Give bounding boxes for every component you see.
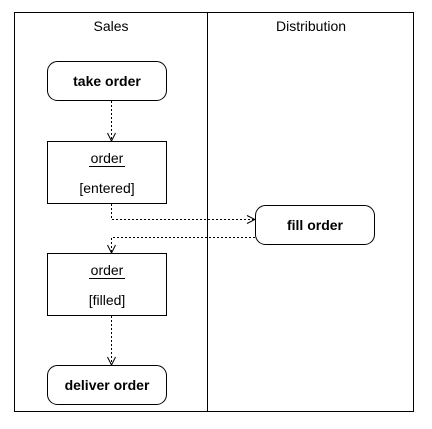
activity-fill-order[interactable]: fill order (255, 205, 375, 245)
swimlane-frame (14, 12, 414, 412)
object-order-filled[interactable]: order [filled] (47, 253, 167, 316)
activity-fill-order-box[interactable] (255, 205, 375, 245)
object-order-filled-name: order (91, 262, 124, 278)
activity-take-order-box[interactable] (47, 61, 167, 101)
activity-take-order[interactable]: take order (47, 61, 167, 101)
object-order-entered-box[interactable] (47, 141, 167, 204)
lane-title-sales: Sales (93, 18, 128, 34)
activity-deliver-order[interactable]: deliver order (47, 365, 167, 405)
activity-deliver-order-box[interactable] (47, 365, 167, 405)
activity-deliver-order-label: deliver order (65, 377, 150, 393)
flow-order-entered-to-fill-order (111, 204, 256, 220)
object-order-filled-state: [filled] (89, 292, 126, 308)
flow-fill-order-to-order-filled (112, 237, 255, 254)
lane-title-distribution: Distribution (276, 18, 346, 34)
object-order-entered[interactable]: order [entered] (47, 141, 167, 204)
activity-take-order-label: take order (73, 73, 141, 89)
activity-fill-order-label: fill order (287, 217, 344, 233)
object-order-entered-name: order (91, 150, 124, 166)
object-order-filled-box[interactable] (47, 253, 167, 316)
object-order-entered-state: [entered] (79, 180, 134, 196)
